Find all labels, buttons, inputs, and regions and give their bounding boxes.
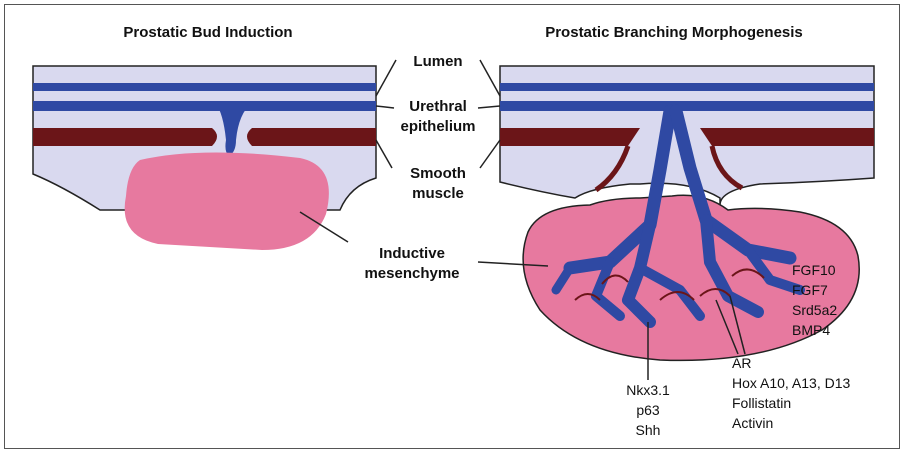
inductive-label-line2: mesenchyme	[364, 265, 459, 282]
left-smooth-muscle-left	[33, 128, 217, 146]
right-smooth-muscle-right	[700, 128, 874, 146]
urethral-label-line1: Urethral	[409, 98, 467, 115]
left-epithelium-band	[33, 101, 376, 111]
right-smooth-muscle-left	[500, 128, 640, 146]
gene-stroma-2: Follistatin	[732, 395, 791, 411]
gene-stroma-0: AR	[732, 355, 751, 371]
inductive-label-line1: Inductive	[379, 245, 445, 262]
gene-mesenchyme-1: FGF7	[792, 282, 828, 298]
gene-stroma-3: Activin	[732, 415, 773, 431]
gene-stroma-1: Hox A10, A13, D13	[732, 375, 851, 391]
urethral-label-line2: epithelium	[400, 118, 475, 135]
gene-mesenchyme-0: FGF10	[792, 262, 836, 278]
right-title: Prostatic Branching Morphogenesis	[545, 24, 803, 41]
right-epithelium-band	[500, 101, 874, 111]
gene-tip-2: Shh	[636, 422, 661, 438]
smooth-label-line1: Smooth	[410, 165, 466, 182]
left-title: Prostatic Bud Induction	[123, 24, 292, 41]
lumen-label: Lumen	[413, 53, 462, 70]
right-lumen-band	[500, 83, 874, 91]
smooth-label-line2: muscle	[412, 185, 464, 202]
gene-mesenchyme-3: BMP4	[792, 322, 830, 338]
left-lumen-band	[33, 83, 376, 91]
left-inductive-mesenchyme	[125, 152, 329, 250]
left-smooth-muscle-right	[247, 128, 376, 146]
gene-mesenchyme-2: Srd5a2	[792, 302, 837, 318]
gene-tip-1: p63	[636, 402, 660, 418]
bud-induction-panel	[33, 66, 376, 250]
gene-tip-0: Nkx3.1	[626, 382, 670, 398]
